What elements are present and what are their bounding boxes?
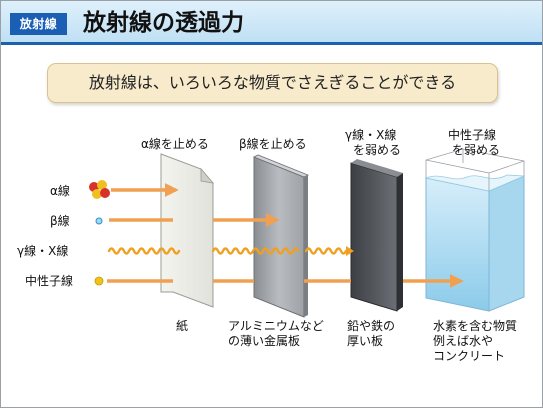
material-lead: 鉛や鉄の bbox=[347, 319, 396, 333]
category-tag: 放射線 bbox=[10, 13, 67, 35]
material-paper: 紙 bbox=[176, 319, 189, 333]
alpha-particle-icon bbox=[89, 180, 110, 199]
material-water: 水素を含む物質 bbox=[433, 319, 518, 333]
header-bar: 放射線 放射線の透過力 bbox=[1, 1, 542, 45]
caption-gamma-weaken: γ線・X線 bbox=[345, 128, 397, 142]
water-tank bbox=[424, 148, 525, 312]
caption-neutron-weaken-2: を弱める bbox=[452, 143, 501, 157]
caption-alpha-stop: α線を止める bbox=[141, 137, 209, 151]
material-lead-2: 厚い板 bbox=[347, 334, 384, 348]
material-aluminum: アルミニウムなど bbox=[228, 319, 324, 333]
label-gamma: γ線・X線 bbox=[17, 244, 69, 258]
material-water-2: 例えば水や bbox=[433, 334, 494, 348]
label-neutron: 中性子線 bbox=[25, 274, 74, 288]
caption-beta-stop: β線を止める bbox=[239, 137, 307, 151]
gamma-wave bbox=[107, 246, 354, 256]
material-aluminum-2: の薄い金属板 bbox=[228, 334, 301, 348]
label-alpha: α線 bbox=[50, 184, 70, 198]
aluminum-plate bbox=[253, 154, 309, 318]
lead-plate bbox=[350, 159, 403, 312]
material-water-3: コンクリート bbox=[433, 349, 506, 363]
caption-gamma-weaken-2: を弱める bbox=[353, 143, 402, 157]
paper-sheet bbox=[160, 153, 215, 308]
beta-particle-icon bbox=[95, 217, 103, 225]
summary-banner: 放射線は、いろいろな物質でさえぎることができる bbox=[47, 63, 498, 103]
neutron-particle-icon bbox=[94, 276, 104, 286]
label-beta: β線 bbox=[50, 214, 70, 228]
caption-neutron-weaken: 中性子線 bbox=[448, 128, 497, 142]
page-title: 放射線の透過力 bbox=[83, 10, 244, 36]
